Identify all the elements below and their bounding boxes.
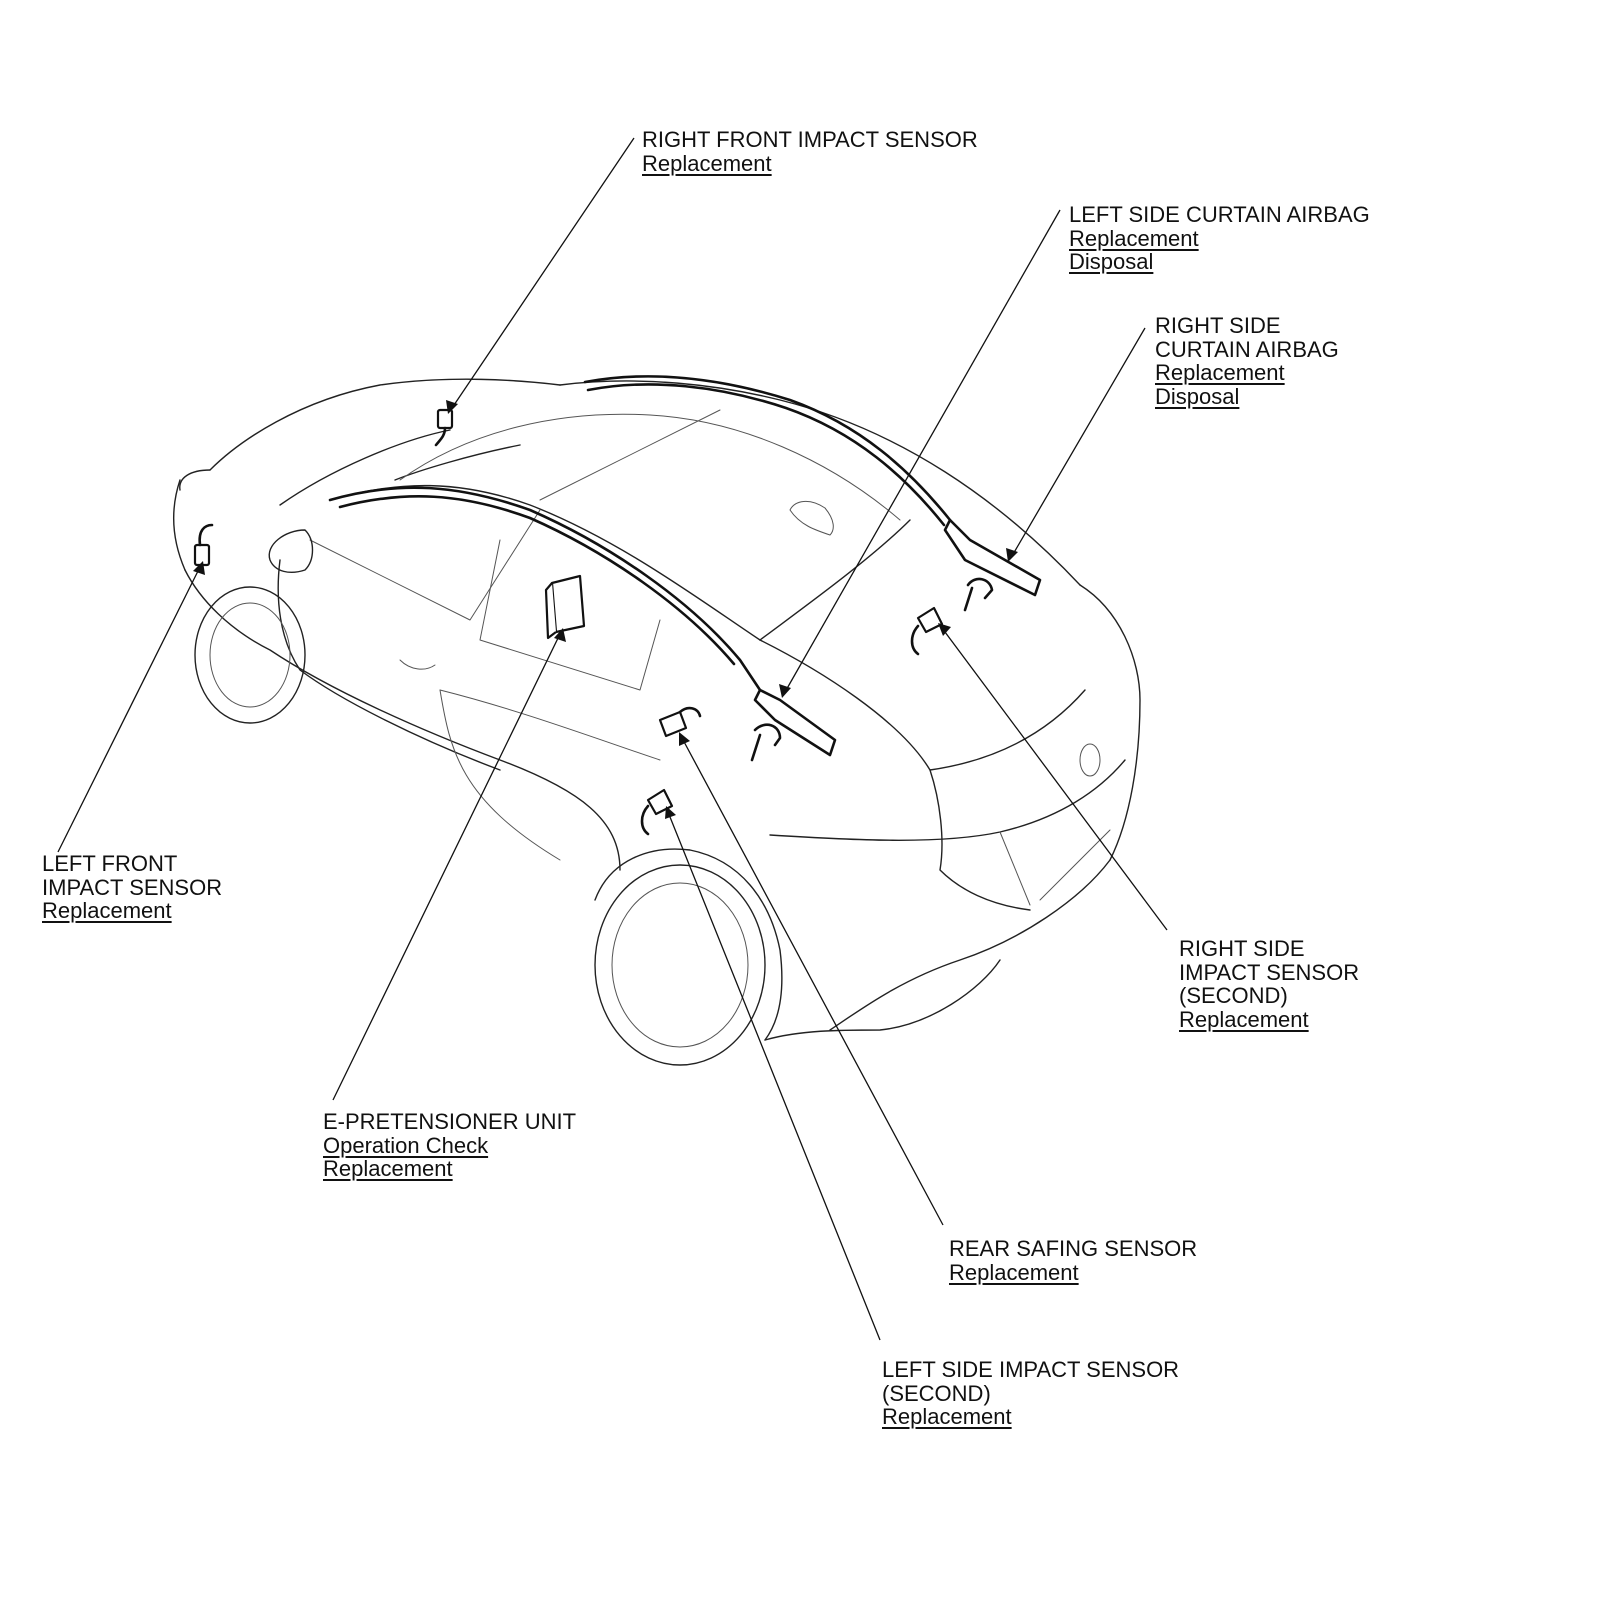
right-side-curtain-airbag-part [583,375,1042,612]
callout-title: RIGHT SIDE [1155,313,1281,338]
leader-lines [57,137,1168,1341]
replacement-link[interactable]: Replacement [882,1404,1012,1429]
callout-right-side-impact-sensor-second: RIGHT SIDE IMPACT SENSOR (SECOND) Replac… [1179,937,1359,1031]
callout-left-side-curtain-airbag: LEFT SIDE CURTAIN AIRBAG Replacement Dis… [1069,203,1370,274]
callout-title: RIGHT FRONT IMPACT SENSOR [642,127,978,152]
callout-right-side-curtain-airbag: RIGHT SIDE CURTAIN AIRBAG Replacement Di… [1155,314,1339,408]
callout-title: (SECOND) [1179,983,1288,1008]
callout-title: LEFT SIDE CURTAIN AIRBAG [1069,202,1370,227]
disposal-link[interactable]: Disposal [1069,249,1154,274]
callout-title: (SECOND) [882,1380,991,1406]
callout-right-front-impact-sensor: RIGHT FRONT IMPACT SENSOR Replacement [642,128,978,175]
callout-title: RIGHT SIDE [1179,936,1305,961]
replacement-link[interactable]: Replacement [949,1259,1079,1285]
replacement-link[interactable]: Replacement [323,1156,453,1181]
callout-title: E-PRETENSIONER UNIT [323,1109,577,1134]
e-pretensioner-unit-part [544,574,586,640]
operation-check-link[interactable]: Operation Check [323,1132,489,1158]
disposal-link[interactable]: Disposal [1155,383,1240,409]
callout-rear-safing-sensor: REAR SAFING SENSOR Replacement [949,1237,1197,1284]
right-front-impact-sensor-part [434,408,454,447]
callout-title: IMPACT SENSOR [42,874,223,900]
callout-title: REAR SAFING SENSOR [949,1236,1198,1261]
callout-title: LEFT SIDE IMPACT SENSOR [882,1357,1180,1382]
replacement-link[interactable]: Replacement [642,150,772,176]
replacement-link[interactable]: Replacement [1155,360,1285,385]
callout-title: LEFT FRONT [42,851,178,876]
replacement-link[interactable]: Replacement [1179,1006,1309,1032]
callout-left-side-impact-sensor-second: LEFT SIDE IMPACT SENSOR (SECOND) Replace… [882,1358,1179,1429]
left-front-impact-sensor-part [193,523,214,567]
callout-e-pretensioner-unit: E-PRETENSIONER UNIT Operation Check Repl… [323,1110,576,1181]
callout-title: IMPACT SENSOR [1179,959,1360,985]
replacement-link[interactable]: Replacement [1069,225,1199,251]
car-body [172,378,1141,1066]
right-side-impact-sensor-part [910,606,944,656]
rear-safing-sensor-part [658,706,702,738]
callout-title: CURTAIN AIRBAG [1155,336,1339,362]
left-side-curtain-airbag-part [328,486,837,762]
callout-left-front-impact-sensor: LEFT FRONT IMPACT SENSOR Replacement [42,852,222,923]
replacement-link[interactable]: Replacement [42,898,172,923]
